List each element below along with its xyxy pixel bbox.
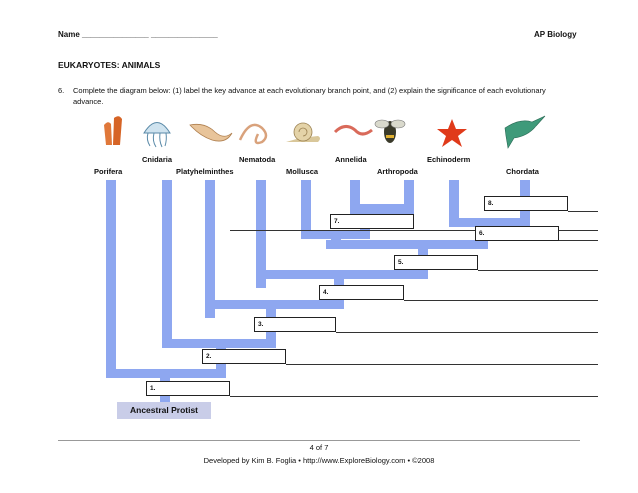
answer-line <box>336 332 598 333</box>
jellyfish-icon <box>143 122 171 148</box>
taxon-label: Mollusca <box>286 167 319 176</box>
answer-line <box>478 270 598 271</box>
taxon-label: Chordata <box>506 167 539 176</box>
answer-line <box>230 396 598 397</box>
flatworm-icon <box>189 123 233 142</box>
branch-point-1-input[interactable]: 1. <box>146 381 230 396</box>
taxon-label: Cnidaria <box>142 155 173 164</box>
branch-point-3-input[interactable]: 3. <box>254 317 336 332</box>
page-number: 4 of 7 <box>309 443 329 452</box>
branch-point-7-input[interactable]: 7. <box>330 214 414 229</box>
taxon-label: Nematoda <box>239 155 276 164</box>
answer-line <box>568 211 598 212</box>
footer-credit: Developed by Kim B. Foglia • http://www.… <box>203 456 435 465</box>
question-number: 6. <box>58 86 65 95</box>
branch-point-6-input[interactable]: 6. <box>475 226 559 241</box>
name-field[interactable]: Name _______________ _______________ <box>58 30 218 39</box>
earthworm-icon <box>333 125 373 136</box>
branch-point-4-input[interactable]: 4. <box>319 285 404 300</box>
root-label: Ancestral Protist <box>117 402 211 419</box>
bird-icon <box>504 115 546 149</box>
insect-icon <box>374 119 406 143</box>
answer-line <box>286 364 598 365</box>
taxon-label: Annelida <box>335 155 367 164</box>
starfish-icon <box>437 119 467 147</box>
sponge-icon <box>104 116 122 145</box>
taxon-label: Porifera <box>94 167 123 176</box>
answer-line <box>558 240 598 241</box>
footer-divider <box>58 440 580 441</box>
branch-point-5-input[interactable]: 5. <box>394 255 478 270</box>
section-title: EUKARYOTES: ANIMALS <box>58 60 161 70</box>
course-title: AP Biology <box>534 30 577 39</box>
answer-line <box>230 230 598 231</box>
snail-icon <box>286 122 320 142</box>
question-text: Complete the diagram below: (1) label th… <box>73 86 546 106</box>
taxon-label: Arthropoda <box>377 167 418 176</box>
answer-line <box>404 300 598 301</box>
taxon-label: Platyhelminthes <box>176 167 234 176</box>
roundworm-icon <box>238 123 268 145</box>
branch-point-2-input[interactable]: 2. <box>202 349 286 364</box>
branch-point-8-input[interactable]: 8. <box>484 196 568 211</box>
taxon-label: Echinoderm <box>427 155 471 164</box>
